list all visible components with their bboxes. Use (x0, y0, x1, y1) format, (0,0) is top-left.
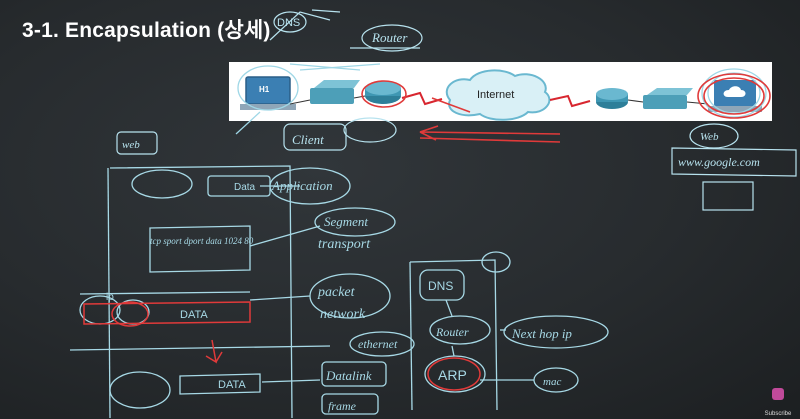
serial-link-right-icon (549, 94, 591, 108)
chalk-header-bytes: tcp sport dport data 1024 80 (150, 236, 254, 246)
chalk-ethernet: ethernet (358, 337, 398, 351)
chalk-dns-mid: DNS (428, 279, 453, 293)
chalk-arp: ARP (438, 367, 467, 383)
chalk-datalink: Datalink (325, 368, 372, 383)
chalk-network: network (320, 307, 366, 322)
chalk-next-hop: Next hop ip (511, 326, 572, 341)
chalk-segment: Segment (324, 214, 368, 229)
router-right-icon (596, 88, 628, 109)
chalk-packet: packet (317, 285, 356, 300)
server-icon (708, 80, 762, 112)
host-h1-icon (240, 76, 296, 110)
switch-right-icon (643, 88, 693, 109)
chalk-data-box: Data (234, 182, 256, 193)
chalk-router-top: Router (371, 30, 408, 45)
chalk-client: Client (292, 132, 324, 147)
router-left-icon (365, 81, 401, 104)
subscribe-icon (772, 388, 784, 400)
chalk-application: Application (271, 178, 333, 193)
subscribe-label: Subscribe (764, 411, 792, 417)
chalk-router-mid: Router (435, 325, 469, 339)
internet-label: Internet (477, 89, 515, 101)
internet-cloud-icon (445, 69, 551, 121)
chalk-dns-top: DNS (277, 17, 300, 29)
switch-left-icon (310, 80, 360, 104)
chalk-transport: transport (318, 237, 371, 252)
chalk-url: www.google.com (678, 155, 760, 169)
chalk-web-right: Web (700, 131, 719, 143)
chalk-data-frame: DATA (218, 379, 246, 391)
chalk-mac: mac (543, 376, 561, 388)
chalk-data-packet: DATA (180, 309, 208, 321)
slide-title: 3-1. Encapsulation (상세) (22, 19, 271, 42)
host-label: H1 (259, 85, 270, 94)
chalk-frame: frame (328, 399, 357, 413)
serial-link-left-icon (401, 91, 443, 106)
chalk-web-left: web (122, 139, 140, 151)
chalk-ip: ip (106, 292, 114, 303)
subscribe-button[interactable]: Subscribe (764, 388, 792, 419)
